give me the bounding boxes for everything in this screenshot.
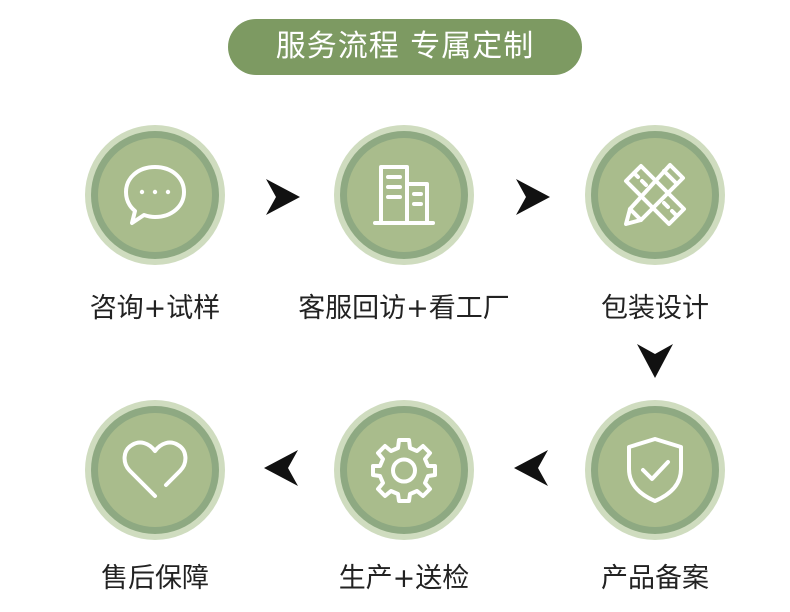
step-label-visit: 客服回访+看工厂	[298, 293, 510, 324]
arrow-left-icon	[512, 448, 552, 488]
step-circle	[334, 400, 474, 540]
step-design	[585, 125, 725, 265]
step-visit	[334, 125, 474, 265]
arrow-left-icon	[262, 448, 302, 488]
step-label-design: 包装设计	[601, 293, 709, 324]
step-circle	[334, 125, 474, 265]
arrow-right-icon	[512, 177, 552, 217]
step-label-filing: 产品备案	[601, 563, 709, 594]
step-aftersales	[85, 400, 225, 540]
step-production	[334, 400, 474, 540]
step-filing	[585, 400, 725, 540]
pencil-ruler-icon	[620, 160, 690, 230]
arrow-right-icon	[262, 177, 302, 217]
step-circle	[585, 125, 725, 265]
building-icon	[369, 160, 439, 230]
gear-icon	[369, 435, 439, 505]
step-label-consult: 咨询+试样	[89, 293, 221, 324]
step-circle	[85, 400, 225, 540]
heart-icon	[120, 435, 190, 505]
step-label-production: 生产+送检	[338, 563, 470, 594]
step-consult	[85, 125, 225, 265]
step-label-aftersales: 售后保障	[101, 563, 209, 594]
step-circle	[85, 125, 225, 265]
shield-check-icon	[620, 435, 690, 505]
chat-bubble-icon	[120, 160, 190, 230]
page-title: 服务流程 专属定制	[228, 19, 582, 75]
arrow-down-icon	[635, 340, 675, 380]
step-circle	[585, 400, 725, 540]
